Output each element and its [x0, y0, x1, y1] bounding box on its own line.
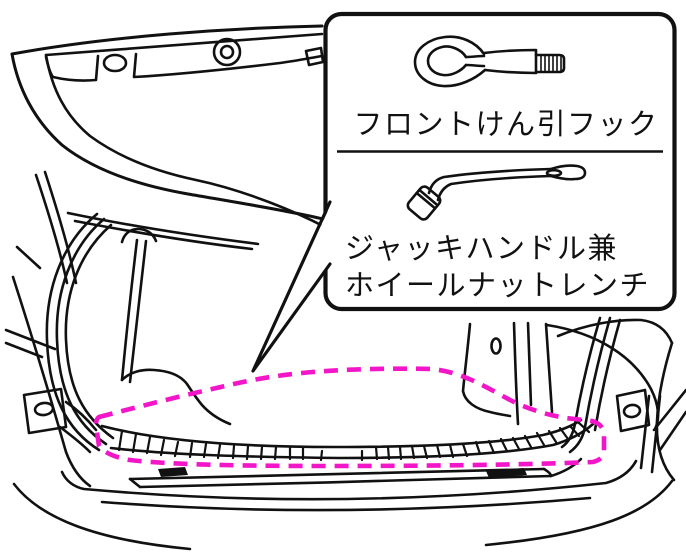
storage-area-highlight — [93, 366, 607, 469]
seal-arc-1 — [45, 212, 101, 452]
car-line-art — [4, 24, 686, 551]
sill-plate-bottom — [138, 474, 553, 489]
trunk-opening — [4, 170, 686, 488]
bumper-corner-right — [484, 479, 674, 547]
floor-hump — [120, 368, 232, 426]
bumper — [12, 457, 674, 551]
right-wall-arc-3 — [593, 318, 622, 432]
trunk-sill — [100, 418, 595, 462]
lid-left-outer-edge — [10, 52, 325, 221]
wrench-tip-slot — [545, 168, 563, 178]
lid-hole-large-outer — [212, 37, 242, 67]
tow-hook-label: フロントけん引フック — [353, 107, 658, 141]
sill-upper-curve — [100, 418, 583, 449]
wall-crease-4 — [544, 322, 554, 414]
wall-hole — [490, 337, 502, 355]
latch-striker-right — [486, 468, 527, 478]
tow-hook-eye-taper-bottom — [464, 63, 486, 68]
seal-arc-2 — [55, 217, 108, 446]
lid-left-inner-edge — [44, 53, 325, 228]
wrench-label-line1: ジャッキハンドル兼 — [345, 231, 618, 265]
callout-box — [323, 11, 677, 312]
right-body-edge — [655, 341, 676, 482]
strut-top-bracket — [120, 227, 158, 244]
bumper-top-edge — [60, 459, 638, 501]
wrench-pry-tip — [549, 164, 587, 181]
lid-top-edge — [10, 24, 324, 56]
trunk-lid — [10, 24, 325, 228]
lid-top-inner-edge — [44, 32, 324, 57]
right-trim-line-1 — [652, 388, 686, 432]
strut-a — [120, 238, 139, 382]
sill-plate-top — [128, 467, 546, 481]
tow-hook-eye-taper-top — [464, 54, 486, 59]
right-wall-arc-2 — [568, 316, 612, 454]
sill-ribs — [117, 421, 591, 462]
tow-hook-eye-outer — [413, 35, 487, 88]
strut-b — [128, 239, 148, 384]
wrench-socket — [406, 185, 442, 221]
shelf-edge-a — [66, 211, 260, 246]
wrench-shaft-bottom — [436, 174, 553, 202]
wall-crease-3 — [526, 321, 533, 407]
lid-panel-pocket-left — [44, 54, 100, 82]
right-trim-line-2 — [658, 410, 686, 452]
tow-hook-eye-inner — [426, 45, 468, 77]
left-body-edge — [11, 275, 92, 488]
left-bracket-link-b — [58, 425, 92, 454]
bumper-second-edge — [100, 496, 592, 512]
wrench-socket-line-2 — [415, 191, 437, 210]
jack-handle-wrench-icon — [406, 164, 587, 221]
wheel-arch-top — [556, 318, 674, 345]
wrench-label-line2: ホイールナットレンチ — [345, 268, 650, 302]
tow-hook-thread-hatching — [540, 54, 562, 73]
right-channel-a — [639, 394, 651, 470]
lid-hole-large-inner — [219, 44, 235, 60]
wrench-socket-line-1 — [418, 188, 439, 207]
tow-hook-icon — [413, 35, 566, 88]
lid-panel-pocket-right — [132, 52, 324, 79]
left-hinge-arm-a — [34, 173, 69, 285]
lid-bracket-partial — [304, 46, 325, 67]
latch-striker-left — [158, 467, 188, 477]
left-bracket-link-a — [64, 400, 98, 432]
wall-crease-1 — [461, 322, 512, 418]
wrench-shaft-top — [427, 167, 553, 195]
right-bracket-hole — [622, 403, 642, 419]
left-trim-line-3 — [15, 245, 42, 270]
right-bracket — [615, 388, 651, 433]
tow-hook-shaft — [482, 48, 538, 75]
wall-crease-2 — [512, 321, 520, 426]
left-trim-line-1 — [4, 328, 57, 351]
callout: フロントけん引フック ジャッキハンドル兼 ホイールナットレンチ — [251, 11, 677, 373]
callout-pointer-outline — [251, 200, 332, 373]
seal-arc-3 — [64, 223, 115, 440]
sill-plate-left-cap — [128, 477, 142, 489]
left-trim-line-2 — [4, 341, 44, 359]
bumper-corner-left — [12, 482, 192, 551]
left-hinge-arm-b — [43, 170, 78, 285]
lid-hole-small — [102, 53, 128, 73]
